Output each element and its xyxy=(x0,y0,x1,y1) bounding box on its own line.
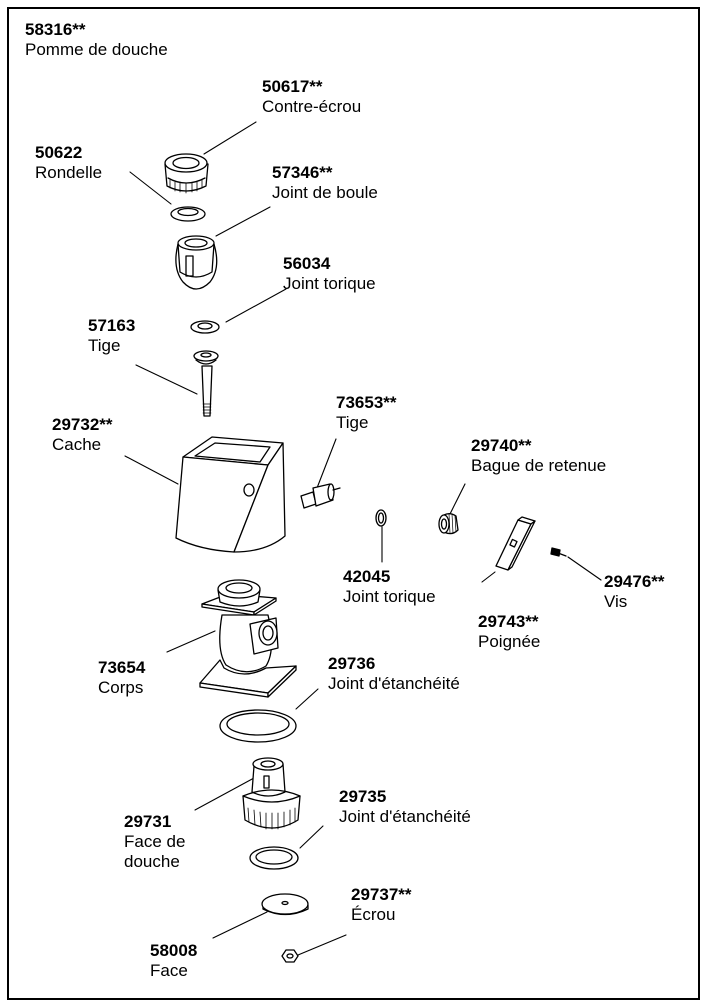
part-name: Face de douche xyxy=(124,832,186,871)
part-name: Pomme de douche xyxy=(25,40,168,59)
part-number: 42045 xyxy=(343,567,391,586)
part-name: Joint d'étanchéité xyxy=(339,807,471,826)
part-name: Poignée xyxy=(478,632,541,651)
label-o-ring-side: 42045 Joint torique xyxy=(343,567,436,607)
part-number: 58008 xyxy=(150,941,198,960)
label-stem-top: 57163 Tige xyxy=(88,316,135,356)
o-ring-top-drawing xyxy=(190,320,220,334)
part-number: 56034 xyxy=(283,254,331,273)
part-number: 57163 xyxy=(88,316,136,335)
part-number: 29732** xyxy=(52,415,113,434)
stem-side-drawing xyxy=(300,483,341,509)
part-name: Bague de retenue xyxy=(471,456,607,475)
part-name: Joint torique xyxy=(343,587,436,606)
part-number: 57346** xyxy=(272,163,333,182)
part-name: Joint de boule xyxy=(272,183,378,202)
part-number: 29476** xyxy=(604,572,665,591)
part-number: 29740** xyxy=(471,436,532,455)
cover-drawing xyxy=(175,436,286,553)
part-name: Vis xyxy=(604,592,628,611)
part-name: Corps xyxy=(98,678,144,697)
part-name: Face xyxy=(150,961,188,980)
screw-drawing xyxy=(550,547,567,557)
label-shower-face-body: 29731 Face de douche xyxy=(124,812,214,872)
label-handle: 29743** Poignée xyxy=(478,612,540,652)
label-screw: 29476** Vis xyxy=(604,572,665,612)
part-name: Joint torique xyxy=(283,274,376,293)
part-number: 29737** xyxy=(351,885,412,904)
part-number: 73653** xyxy=(336,393,397,412)
part-number: 29736 xyxy=(328,654,376,673)
label-cover: 29732** Cache xyxy=(52,415,113,455)
shower-face-body-drawing xyxy=(242,757,301,830)
label-shower-head: 58316** Pomme de douche xyxy=(25,20,168,60)
washer-drawing xyxy=(170,206,206,222)
label-stem-side: 73653** Tige xyxy=(336,393,397,433)
part-number: 50617** xyxy=(262,77,323,96)
label-gasket-upper: 29736 Joint d'étanchéité xyxy=(328,654,460,694)
part-number: 29735 xyxy=(339,787,387,806)
label-gasket-lower: 29735 Joint d'étanchéité xyxy=(339,787,471,827)
label-retaining-ring: 29740** Bague de retenue xyxy=(471,436,606,476)
gasket-upper-drawing xyxy=(219,709,297,743)
part-name: Rondelle xyxy=(35,163,103,182)
o-ring-side-drawing xyxy=(375,509,387,527)
stem-top-drawing xyxy=(193,350,219,417)
leader-lines xyxy=(124,121,602,956)
body-drawing xyxy=(199,579,297,698)
part-name: Contre-écrou xyxy=(262,97,362,116)
part-number: 58316** xyxy=(25,20,86,39)
part-name: Écrou xyxy=(351,905,396,924)
nut-drawing xyxy=(281,949,299,963)
diagram-frame xyxy=(7,7,700,1000)
label-o-ring-top: 56034 Joint torique xyxy=(283,254,376,294)
face-drawing xyxy=(261,893,309,916)
label-face: 58008 Face xyxy=(150,941,197,981)
label-washer: 50622 Rondelle xyxy=(35,143,102,183)
part-name: Tige xyxy=(88,336,121,355)
label-lock-nut: 50617** Contre-écrou xyxy=(262,77,361,117)
handle-drawing xyxy=(495,516,536,571)
part-name: Joint d'étanchéité xyxy=(328,674,460,693)
label-ball-seal: 57346** Joint de boule xyxy=(272,163,378,203)
part-number: 73654 xyxy=(98,658,146,677)
part-number: 29731 xyxy=(124,812,172,831)
lock-nut-drawing xyxy=(164,153,209,194)
label-nut: 29737** Écrou xyxy=(351,885,412,925)
part-number: 50622 xyxy=(35,143,83,162)
gasket-lower-drawing xyxy=(249,846,299,870)
part-name: Tige xyxy=(336,413,369,432)
part-number: 29743** xyxy=(478,612,539,631)
label-body: 73654 Corps xyxy=(98,658,145,698)
ball-seal-drawing xyxy=(175,235,218,290)
retaining-ring-drawing xyxy=(438,513,459,535)
part-name: Cache xyxy=(52,435,102,454)
